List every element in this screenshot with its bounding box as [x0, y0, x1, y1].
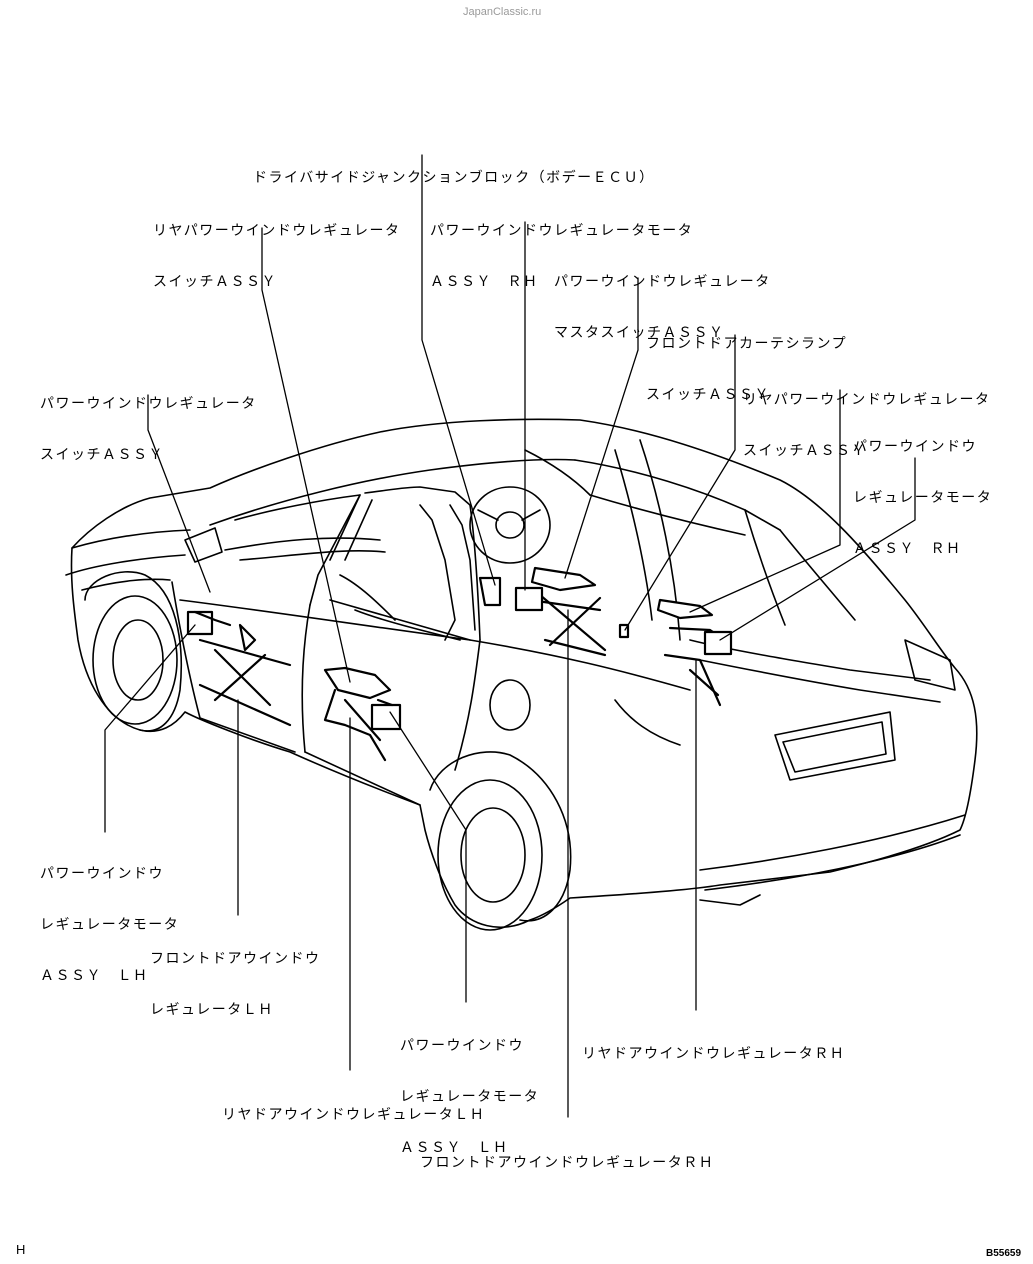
- label-front-regulator-lh: フロントドアウインドウ レギュレータＬＨ: [150, 951, 321, 1018]
- label-rear-regulator-rh: リヤドアウインドウレギュレータＲＨ: [582, 1046, 846, 1062]
- label-master-switch: パワーウインドウレギュレータ マスタスイッチＡＳＳＹ: [554, 274, 771, 341]
- label-pw-motor-rh-right: パワーウインドウ レギュレータモータ ＡＳＳＹ ＲＨ: [853, 439, 993, 557]
- label-junction-block: ドライバサイドジャンクションブロック（ボデーＥＣＵ）: [253, 170, 655, 186]
- watermark: JapanClassic.ru: [463, 6, 542, 18]
- rear-door-regulator-rh: [656, 598, 733, 707]
- rear-door-regulator-lh: [323, 666, 402, 762]
- label-courtesy-lamp-switch: フロントドアカーテシランプ スイッチＡＳＳＹ: [646, 336, 848, 403]
- label-rear-pw-switch-right: リヤパワーウインドウレギュレータ スイッチＡＳＳＹ: [743, 392, 991, 459]
- label-rear-pw-switch-left: リヤパワーウインドウレギュレータ スイッチＡＳＳＹ: [153, 223, 401, 290]
- figure-number: B55659: [986, 1248, 1022, 1259]
- leader-lines: [104, 154, 916, 1118]
- label-rear-regulator-lh: リヤドアウインドウレギュレータＬＨ: [222, 1107, 486, 1123]
- label-pw-motor-rh-top: パワーウインドウレギュレータモータ ＡＳＳＹ ＲＨ: [430, 223, 694, 290]
- label-pw-motor-lh-left: パワーウインドウ レギュレータモータ ＡＳＳＹ ＬＨ: [40, 866, 180, 984]
- label-front-regulator-rh: フロントドアウインドウレギュレータＲＨ: [420, 1155, 715, 1171]
- front-door-regulator-lh: [186, 610, 292, 727]
- label-pw-switch-left: パワーウインドウレギュレータ スイッチＡＳＳＹ: [40, 396, 257, 463]
- page-code: H: [16, 1242, 26, 1257]
- label-pw-motor-lh-bottom: パワーウインドウ レギュレータモータ ＡＳＳＹ ＬＨ: [400, 1038, 540, 1156]
- front-door-regulator-rh: [478, 566, 630, 657]
